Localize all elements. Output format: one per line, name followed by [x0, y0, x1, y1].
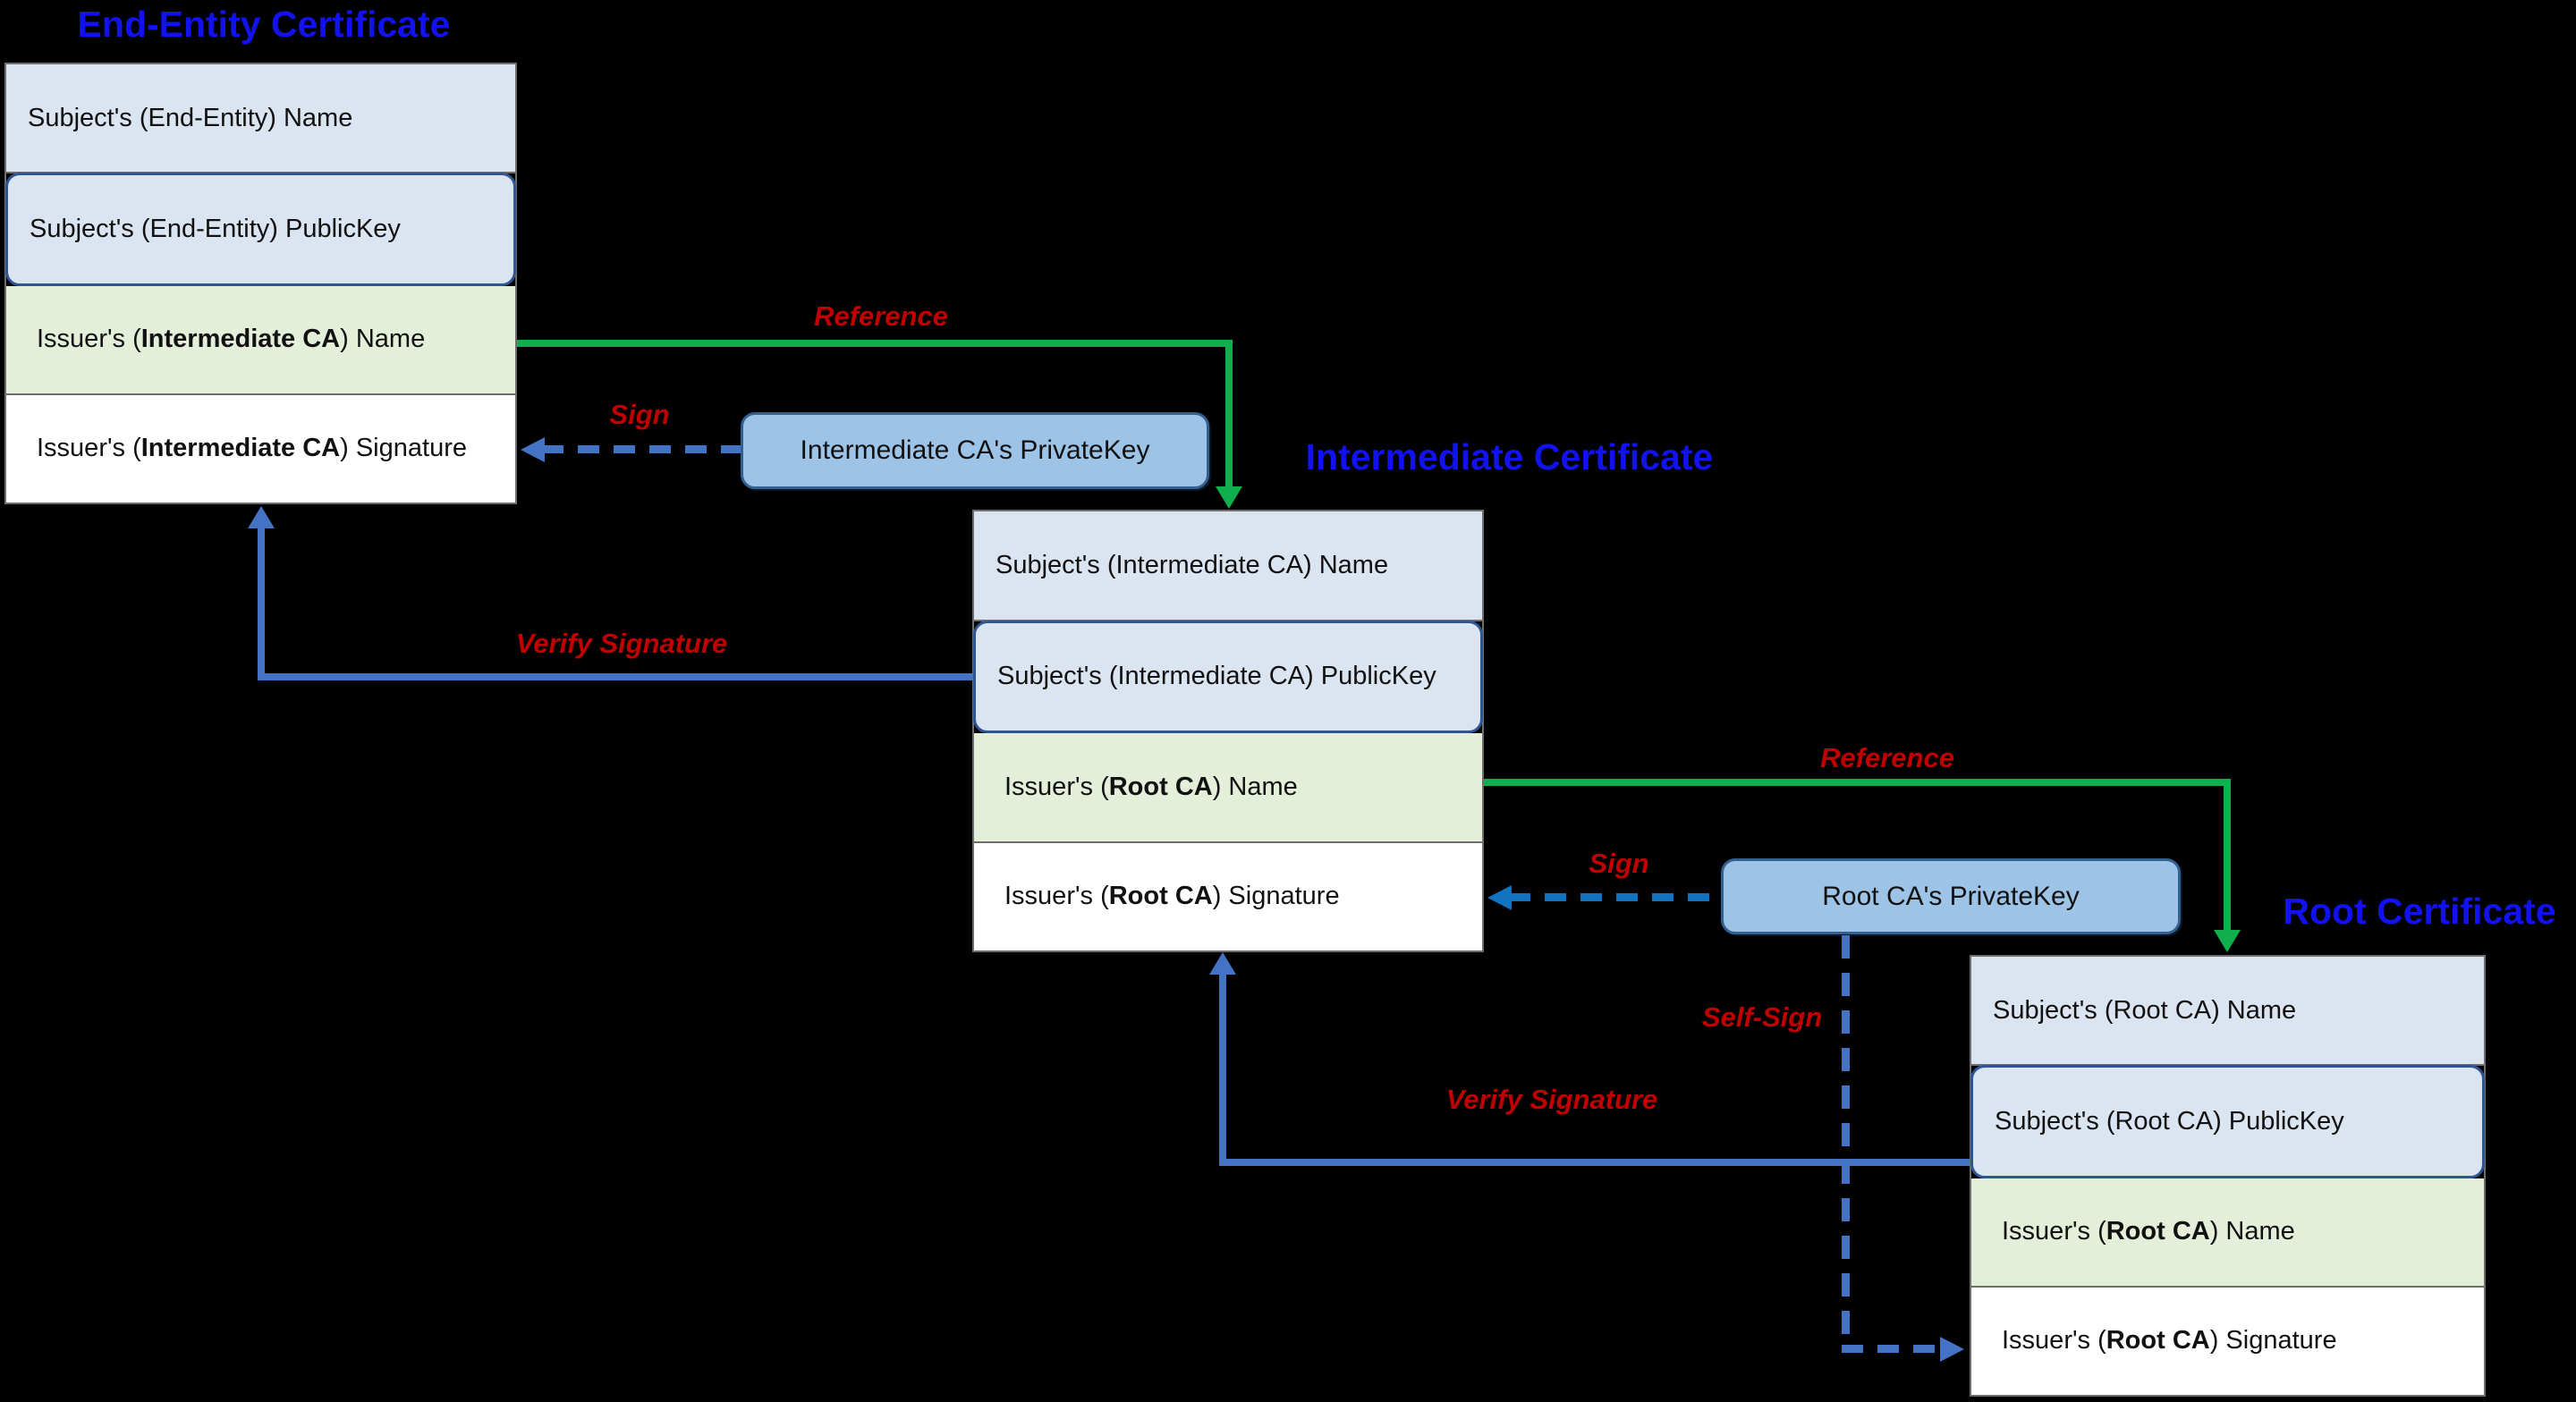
end-entity-subject-publickey-row: Subject's (End-Entity) PublicKey: [5, 173, 516, 286]
reference-arrow-1-hline: [517, 340, 1233, 347]
row-text: Subject's (Intermediate CA) PublicKey: [997, 662, 1436, 691]
reference-arrow-1-arrowhead-icon: [1216, 486, 1242, 509]
root-issuer-signature-row: Issuer's (Root CA) Signature: [1971, 1287, 2484, 1395]
row-text: Issuer's (: [37, 434, 141, 463]
root-certificate-box: Subject's (Root CA) Name Subject's (Root…: [1970, 955, 2486, 1397]
reference-arrow-2-arrowhead-icon: [2214, 930, 2241, 952]
sign-label-2: Sign: [1589, 848, 1649, 879]
reference-arrow-1-vline: [1225, 340, 1233, 488]
sign-arrow-1-dashed-line: [542, 445, 741, 453]
reference-arrow-2-vline: [2224, 779, 2231, 932]
intermediate-issuer-name-row: Issuer's (Root CA) Name: [974, 733, 1482, 843]
row-text: Issuer's (: [1004, 772, 1109, 801]
end-entity-subject-name-row: Subject's (End-Entity) Name: [6, 64, 515, 174]
reference-label-1: Reference: [814, 300, 948, 332]
verify-signature-label-2: Verify Signature: [1445, 1084, 1658, 1115]
intermediate-certificate-title: Intermediate Certificate: [1305, 436, 1714, 477]
verify-signature-arrow-2-vline: [1219, 974, 1226, 1166]
sign-arrow-2-dashed-line: [1509, 893, 1721, 901]
sign-arrow-2-arrowhead-icon: [1487, 885, 1512, 910]
row-text: Subject's (End-Entity) PublicKey: [30, 214, 401, 243]
intermediate-certificate-box: Subject's (Intermediate CA) Name Subject…: [972, 510, 1484, 952]
intermediate-issuer-signature-row: Issuer's (Root CA) Signature: [974, 842, 1482, 950]
row-text: Subject's (Root CA) Name: [1993, 995, 2297, 1025]
self-sign-arrow-arrowhead-icon: [1940, 1337, 1964, 1362]
row-text: Issuer's (: [1004, 882, 1109, 911]
intermediate-subject-publickey-row: Subject's (Intermediate CA) PublicKey: [973, 620, 1483, 733]
verify-signature-arrow-1-arrowhead-icon: [248, 506, 275, 528]
root-ca-privatekey-box: Root CA's PrivateKey: [1721, 858, 2181, 934]
sign-arrow-1-arrowhead-icon: [521, 437, 545, 462]
self-sign-label: Self-Sign: [1701, 1001, 1823, 1033]
row-text: Issuer's (: [37, 325, 141, 354]
self-sign-arrow-vline: [1842, 935, 1850, 1348]
verify-signature-arrow-1-vline: [258, 528, 265, 680]
root-subject-name-row: Subject's (Root CA) Name: [1971, 957, 2484, 1067]
self-sign-arrow-hline: [1842, 1345, 1942, 1353]
verify-signature-arrow-1-hline: [258, 673, 972, 680]
root-subject-publickey-row: Subject's (Root CA) PublicKey: [1970, 1065, 2485, 1178]
verify-signature-arrow-2-arrowhead-icon: [1209, 952, 1236, 975]
root-issuer-name-row: Issuer's (Root CA) Name: [1971, 1178, 2484, 1288]
intermediate-subject-name-row: Subject's (Intermediate CA) Name: [974, 511, 1482, 621]
row-text: Subject's (End-Entity) Name: [28, 103, 353, 132]
reference-arrow-2-hline: [1484, 779, 2231, 786]
end-entity-certificate-box: Subject's (End-Entity) Name Subject's (E…: [4, 63, 517, 504]
row-text: Subject's (Root CA) PublicKey: [1995, 1106, 2344, 1136]
verify-signature-label-1: Verify Signature: [515, 628, 728, 659]
reference-label-2: Reference: [1820, 742, 1954, 773]
row-text: Subject's (Intermediate CA) Name: [996, 550, 1389, 579]
sign-label-1: Sign: [609, 399, 670, 430]
row-text: Issuer's (: [2002, 1326, 2106, 1356]
end-entity-issuer-signature-row: Issuer's (Intermediate CA) Signature: [6, 394, 515, 503]
row-text: Issuer's (: [2002, 1217, 2106, 1246]
end-entity-certificate-title: End-Entity Certificate: [77, 4, 451, 45]
intermediate-ca-privatekey-box: Intermediate CA's PrivateKey: [741, 412, 1209, 489]
end-entity-issuer-name-row: Issuer's (Intermediate CA) Name: [6, 285, 515, 395]
root-certificate-title: Root Certificate: [2283, 891, 2556, 932]
verify-signature-arrow-2-hline: [1219, 1159, 1970, 1166]
